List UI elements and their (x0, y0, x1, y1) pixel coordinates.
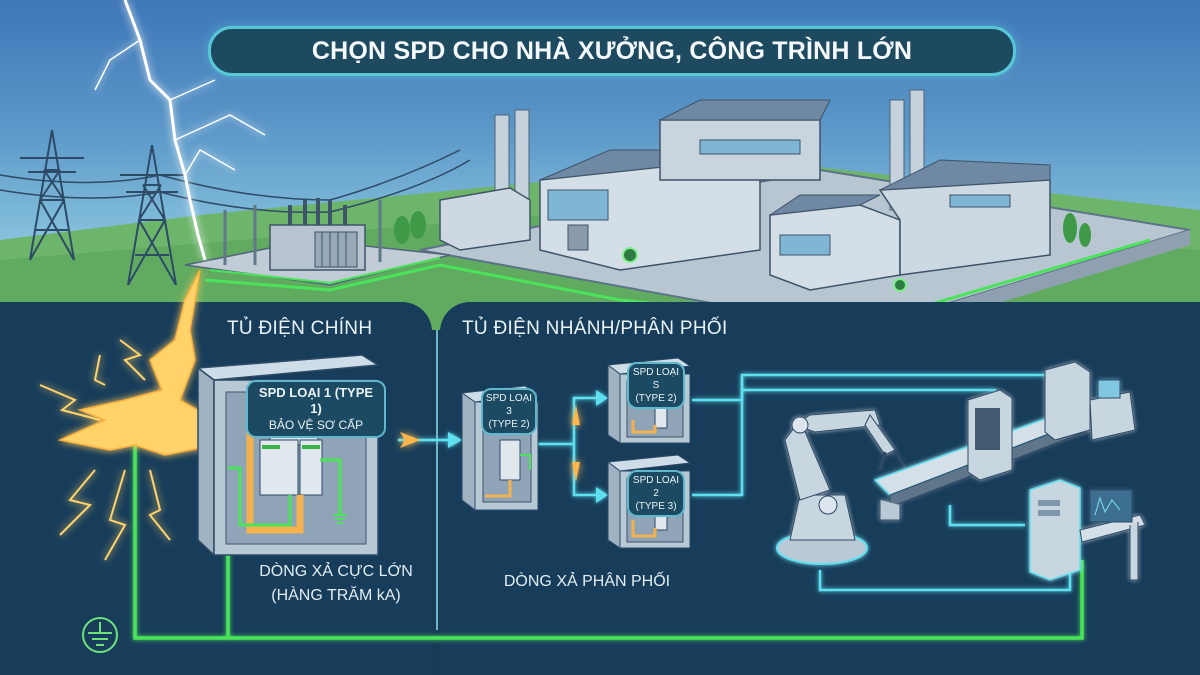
spd-branch-tag-2: SPD LOẠI S (TYPE 2) (627, 362, 685, 409)
main-caption-line2: (HÀNG TRĂM kA) (271, 587, 401, 604)
conveyor-belt-icon (873, 361, 1136, 521)
robot-arm-icon (776, 409, 907, 565)
spd-branch-3-type: (TYPE 3) (635, 501, 677, 512)
branch-panel-label: TỦ ĐIỆN NHÁNH/PHÂN PHỐI (462, 318, 728, 339)
page-title: CHỌN SPD CHO NHÀ XƯỞNG, CÔNG TRÌNH LỚN (311, 36, 913, 65)
spd-type1-desc: BẢO VỆ SƠ CẤP (268, 418, 364, 432)
control-workstation-icon (1029, 479, 1146, 581)
main-caption-line1: DÒNG XẢ CỰC LỚN (259, 563, 413, 580)
spd-type1-tag: SPD LOẠI 1 (TYPE 1) BẢO VỆ SƠ CẤP (246, 380, 386, 438)
main-panel-caption: DÒNG XẢ CỰC LỚN (HÀNG TRĂM kA) (248, 560, 424, 608)
transmission-tower-icon (20, 129, 84, 261)
landscape-illustration (0, 89, 1200, 330)
spd-branch-1-type: (TYPE 2) (488, 419, 530, 430)
spd-branch-1-name: SPD LOẠI 3 (485, 393, 533, 417)
spd-branch-2-type: (TYPE 2) (635, 393, 677, 404)
spd-branch-2-name: SPD LOẠI S (632, 367, 680, 391)
spd-type1-name: SPD LOẠI 1 (TYPE 1) (258, 385, 374, 416)
branch-panel-caption: DÒNG XẢ PHÂN PHỐI (503, 573, 671, 590)
spd-branch-tag-3: SPD LOẠI 2 (TYPE 3) (627, 470, 685, 517)
ground-marker-icon (893, 278, 907, 292)
transmission-tower-icon (120, 144, 184, 286)
factory-building-icon (539, 99, 831, 271)
earth-ground-icon (82, 617, 118, 653)
title-banner: CHỌN SPD CHO NHÀ XƯỞNG, CÔNG TRÌNH LỚN (208, 26, 1016, 76)
ground-marker-icon (622, 247, 638, 263)
surge-lightning-icon (57, 269, 231, 462)
spd-branch-3-name: SPD LOẠI 2 (632, 475, 680, 499)
lightning-bolt-icon (94, 0, 266, 261)
spd-branch-tag-1: SPD LOẠI 3 (TYPE 2) (481, 388, 537, 435)
section-divider (436, 330, 438, 630)
main-panel-label: TỦ ĐIỆN CHÍNH (227, 318, 373, 339)
